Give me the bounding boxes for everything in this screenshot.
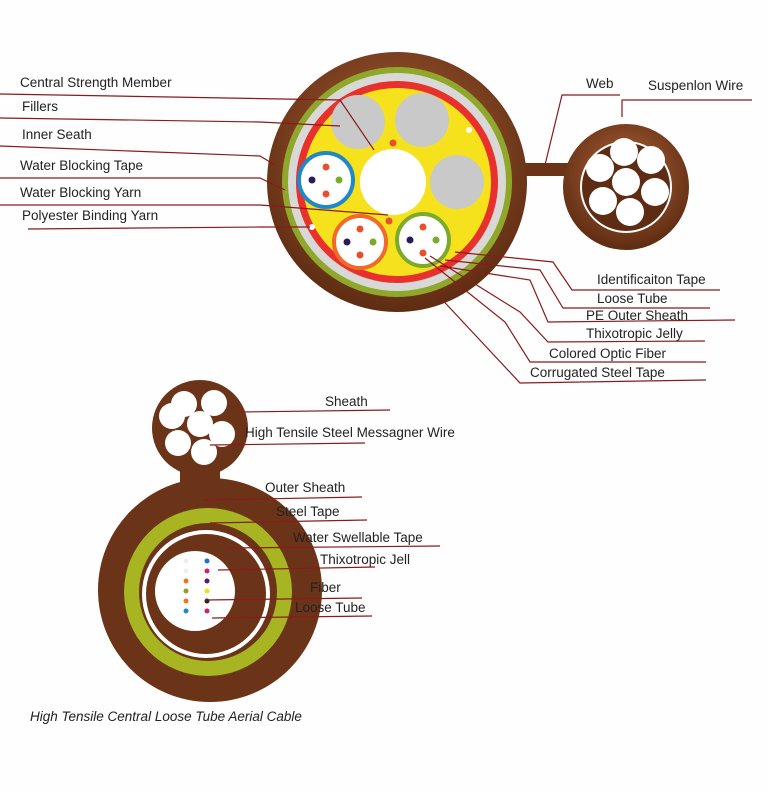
label-suspension-wire: Suspenlon Wire: [648, 78, 744, 93]
label-outer-sheath: Outer Sheath: [265, 480, 346, 495]
label-polyester-binding-yarn: Polyester Binding Yarn: [22, 208, 159, 223]
label-central-strength-member: Central Strength Member: [20, 75, 172, 90]
central-strength-member: [360, 149, 426, 215]
suspension-wire: [563, 124, 689, 250]
label-inner-seath: Inner Seath: [22, 127, 92, 142]
diagram-caption: High Tensile Central Loose Tube Aerial C…: [30, 709, 302, 724]
label-steel-tape: Steel Tape: [276, 504, 340, 519]
top-leader-lines: [0, 93, 752, 384]
filler: [331, 95, 385, 149]
label-web: Web: [586, 76, 614, 91]
label-loose-tube-bottom: Loose Tube: [295, 600, 366, 615]
label-water-swellable-tape: Water Swellable Tape: [293, 530, 423, 545]
top-main-cable: [267, 52, 570, 312]
filler: [395, 93, 449, 147]
label-thixotropic-jelly: Thixotropic Jelly: [586, 326, 683, 341]
filler: [430, 155, 484, 209]
bottom-aerial-cable: [98, 380, 322, 702]
bottom-leader-lines: [204, 409, 441, 619]
label-sheath: Sheath: [325, 394, 368, 409]
label-fillers: Fillers: [22, 99, 58, 114]
label-corrugated-steel-tape: Corrugated Steel Tape: [530, 365, 665, 380]
label-water-blocking-yarn: Water Blocking Yarn: [20, 185, 142, 200]
label-loose-tube: Loose Tube: [597, 291, 668, 306]
label-water-blocking-tape: Water Blocking Tape: [20, 158, 144, 173]
label-thixotropic-jell: Thixotropic Jell: [320, 552, 411, 567]
label-colored-optic-fiber: Colored Optic Fiber: [549, 346, 667, 361]
label-messenger-wire: High Tensile Steel Messagner Wire: [245, 425, 455, 440]
label-pe-outer-sheath: PE Outer Sheath: [586, 308, 689, 323]
label-fiber: Fiber: [310, 580, 341, 595]
label-identification-tape: Identificaiton Tape: [597, 272, 706, 287]
